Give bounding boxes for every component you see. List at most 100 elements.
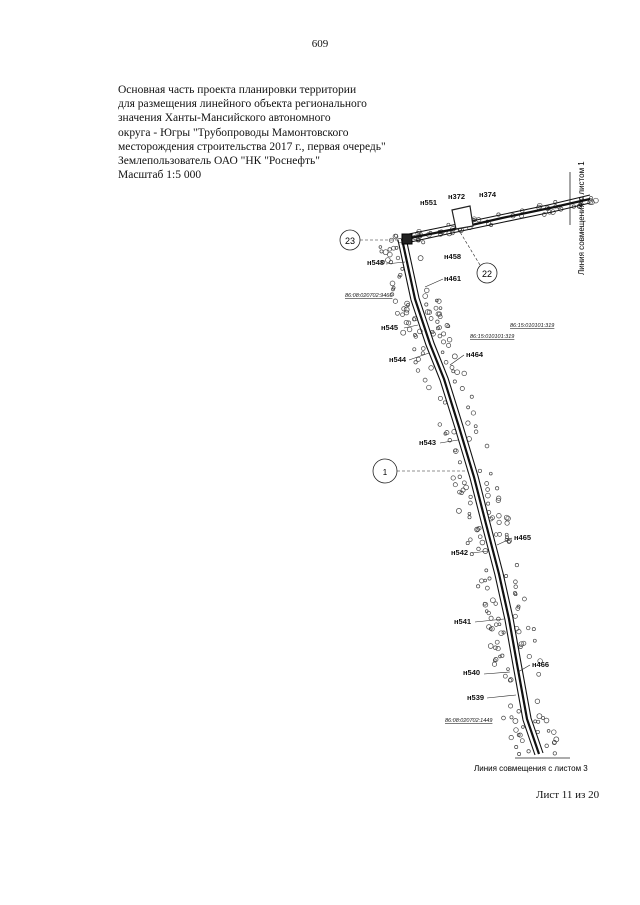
- tree-symbol: [494, 639, 500, 645]
- tree-symbol: [466, 405, 470, 410]
- tree-symbol: [516, 709, 521, 714]
- tree-symbol: [490, 597, 496, 603]
- tree-symbol: [451, 353, 458, 360]
- tree-symbol: [477, 534, 483, 539]
- tree-symbol: [496, 616, 501, 622]
- tree-symbol: [484, 568, 489, 573]
- tree-symbol: [514, 745, 519, 749]
- tree-symbol: [536, 713, 543, 720]
- tree-symbol: [394, 246, 399, 250]
- tree-symbol: [485, 487, 490, 492]
- tree-symbol: [435, 319, 440, 324]
- tree-symbol: [433, 305, 439, 311]
- point-label: н458: [444, 252, 461, 261]
- tree-symbol: [512, 613, 518, 619]
- tree-symbol: [488, 615, 494, 621]
- tree-symbol: [400, 267, 405, 271]
- point-label: н551: [420, 198, 437, 207]
- tree-symbol: [413, 360, 418, 365]
- point-label: н461: [444, 274, 461, 283]
- tree-symbol: [459, 490, 464, 495]
- point-label: н539: [467, 693, 484, 702]
- tree-symbol: [388, 237, 394, 243]
- tree-symbol: [450, 475, 456, 481]
- tree-symbol: [484, 585, 490, 591]
- tree-symbol: [498, 654, 502, 659]
- tree-symbol: [465, 420, 471, 426]
- tree-symbol: [424, 309, 431, 315]
- tree-symbol: [488, 626, 493, 631]
- tree-symbol: [378, 245, 383, 249]
- tree-symbol: [505, 535, 509, 540]
- tree-symbol: [440, 350, 445, 355]
- tree-symbol: [489, 626, 495, 632]
- tree-symbol: [381, 260, 385, 265]
- point-label: н545: [381, 323, 398, 332]
- tree-symbol: [500, 653, 505, 658]
- tree-symbol: [457, 474, 462, 479]
- tree-symbol: [400, 312, 405, 317]
- tree-symbol: [479, 578, 485, 584]
- point-label: н540: [463, 668, 480, 677]
- tree-symbol: [501, 715, 506, 721]
- pad-structure: [451, 205, 474, 230]
- point-label: н372: [448, 192, 465, 201]
- tree-symbol: [426, 384, 432, 391]
- circled-label-23: 23: [339, 229, 398, 251]
- tree-symbol: [486, 610, 491, 616]
- title-block: Основная часть проекта планировки террит…: [118, 83, 438, 182]
- tree-symbol: [468, 494, 473, 499]
- tree-symbol: [519, 738, 525, 744]
- tree-symbol: [441, 331, 447, 337]
- pipeline-corridor: [397, 194, 591, 756]
- tree-symbol: [512, 718, 519, 724]
- point-label: н544: [389, 355, 407, 364]
- tree-symbol: [504, 520, 510, 526]
- tree-symbol: [502, 673, 508, 679]
- tree-symbol: [391, 245, 396, 251]
- tree-symbol: [463, 484, 469, 491]
- tree-symbol: [543, 717, 550, 724]
- point-label: н543: [419, 438, 436, 447]
- tree-symbol: [531, 627, 536, 632]
- tree-symbol: [546, 729, 551, 733]
- title-line: месторождения строительства 2017 г., пер…: [118, 140, 386, 153]
- tree-symbol: [451, 369, 456, 374]
- tree-symbol: [484, 481, 490, 486]
- tree-symbol: [513, 579, 518, 585]
- tree-symbol: [459, 386, 465, 391]
- tree-symbol: [497, 622, 502, 626]
- point-label: н374: [479, 190, 497, 199]
- tree-symbol: [403, 309, 410, 316]
- tree-symbol: [473, 424, 478, 429]
- tree-symbol: [493, 601, 498, 606]
- tree-symbol: [441, 339, 446, 345]
- tree-symbol: [474, 526, 480, 533]
- tree-symbol: [457, 460, 462, 465]
- tree-symbol: [417, 328, 423, 335]
- tree-symbol: [516, 629, 522, 635]
- tree-symbol: [541, 715, 545, 720]
- tree-symbol: [482, 601, 489, 608]
- tree-symbol: [424, 287, 430, 294]
- tree-symbol: [452, 482, 458, 488]
- tree-symbol: [503, 514, 510, 521]
- tree-symbol: [496, 495, 502, 501]
- tree-symbol: [436, 298, 442, 304]
- cadastral-number: 86:08:020702:1449: [445, 718, 492, 724]
- title-line: значения Ханты-Мансийского автономного: [118, 112, 331, 125]
- tree-symbol: [513, 584, 518, 589]
- tree-symbol: [412, 347, 417, 352]
- tree-symbol: [406, 326, 413, 333]
- svg-text:23: 23: [345, 236, 355, 246]
- tree-symbol: [484, 443, 490, 449]
- tree-symbol: [428, 365, 434, 371]
- tree-symbol: [446, 342, 452, 348]
- tree-symbol: [413, 333, 417, 337]
- tree-symbol: [508, 677, 514, 683]
- label-leaders: [385, 261, 531, 699]
- tree-symbol: [521, 640, 527, 646]
- tree-symbol: [496, 519, 502, 525]
- landowner-line: Землепользователь ОАО "НК "Роснефть": [118, 155, 320, 168]
